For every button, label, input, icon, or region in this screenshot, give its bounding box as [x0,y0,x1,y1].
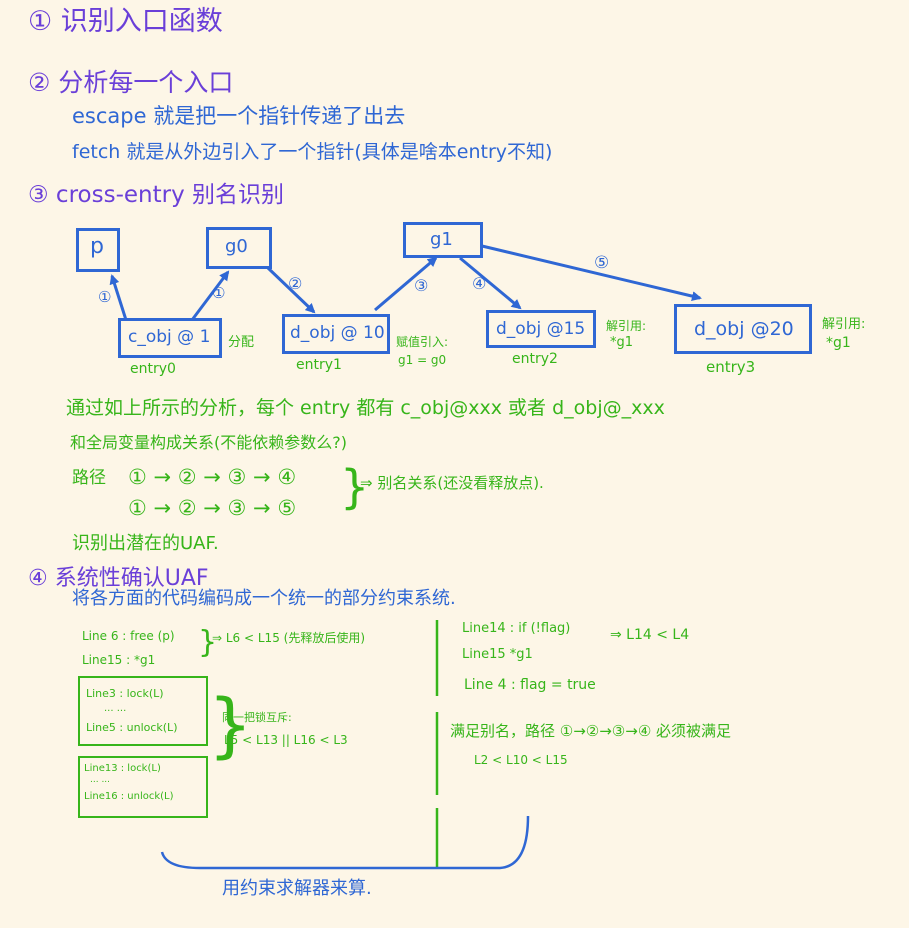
entry1-note: 赋值引入: [396,335,449,349]
free-brace: } [198,625,218,660]
entry0-note: 分配 [228,335,255,350]
path-1: ① → ② → ③ → ④ [128,465,297,489]
edge-entry0-p [109,274,128,321]
entry1-box [282,314,390,354]
free-constraint: ⇒ L6 < L15 (先释放后使用) [212,631,366,645]
lock-constraint: L5 < L13 || L16 < L3 [224,733,348,747]
section1-title: ① 识别入口函数 [28,6,223,37]
lock-box1-line2: ... ... [104,703,127,714]
edge-label-g1-entry2: ④ [472,274,487,293]
line14-if: Line14 : if (!flag) [462,621,571,636]
entry3-obj: d_obj @20 [694,318,794,340]
global-g0-box [206,227,272,269]
global-p-box [76,228,120,272]
lock-box-2 [78,756,208,818]
entry1-obj: d_obj @ 10 [290,323,385,343]
analysis-line2: 和全局变量构成关系(不能依赖参数么?) [70,433,347,452]
entry0-box [118,318,222,358]
edge-label-entry1-g1: ③ [414,276,429,295]
entry3-note: 解引用: [822,317,866,332]
lock-brace: } [208,684,253,766]
edge-g0-entry1 [266,266,316,314]
entry2-box [486,310,596,348]
alias-result: ⇒ 别名关系(还没看释放点). [360,474,544,492]
edge-label-g0-entry1: ② [288,274,303,293]
entry1-name: entry1 [296,357,342,373]
global-g1-box [403,222,483,258]
alias-note: 满足别名，路径 ①→②→③→④ 必须被满足 [450,722,732,740]
edge-g1-entry3 [481,244,702,302]
alias-constraint: L2 < L10 < L15 [474,753,568,767]
section4-subtitle: 将各方面的代码编码成一个统一的部分约束系统. [72,588,456,609]
section3-title: ③ cross-entry 别名识别 [28,182,284,208]
lock-note: 同一把锁互斥: [222,711,292,724]
path-2: ① → ② → ③ → ⑤ [128,496,297,520]
analysis-line1: 通过如上所示的分析，每个 entry 都有 c_obj@xxx 或者 d_obj… [66,397,665,419]
edge-label-entry0-g0: ① [212,284,226,302]
entry0-name: entry0 [130,361,176,377]
escape-line: escape 就是把一个指针传递了出去 [72,104,406,128]
line15-right: Line15 *g1 [462,647,533,662]
entry3-box [674,304,812,354]
global-p-label: p [90,234,104,259]
entry2-name: entry2 [512,351,558,367]
lock-box2-line3: Line16 : unlock(L) [84,791,174,802]
edge-entry0-g0 [190,270,230,321]
entry0-obj: c_obj @ 1 [128,327,211,347]
uaf-line: 识别出潜在的UAF. [72,533,219,554]
fetch-line: fetch 就是从外边引入了一个指针(具体是啥本entry不知) [72,141,553,163]
lock-box-1 [78,676,208,746]
entry3-note2: *g1 [826,335,851,351]
section4-title: ④ 系统性确认UAF [28,566,209,591]
global-g0-label: g0 [225,236,248,257]
global-g1-label: g1 [430,229,453,250]
lock-box2-line2: ... ... [90,775,111,785]
entry2-note: 解引用: [606,319,647,333]
solver-note: 用约束求解器来算. [222,878,372,899]
path-brace: } [340,460,370,514]
path-label: 路径 [72,468,106,488]
entry1-note2: g1 = g0 [398,353,447,367]
line6-free: Line 6 : free (p) [82,629,175,643]
entry2-note2: *g1 [610,335,634,350]
lock-box2-line1: Line13 : lock(L) [84,763,161,774]
edge-entry1-g1 [374,256,438,312]
lock-box1-line3: Line5 : unlock(L) [86,721,178,734]
edge-label-g1-entry3: ⑤ [594,253,610,273]
line15-deref: Line15 : *g1 [82,653,156,667]
line4-flag: Line 4 : flag = true [464,677,596,693]
entry2-obj: d_obj @15 [496,319,586,339]
cond-constraint: ⇒ L14 < L4 [610,627,690,643]
entry3-name: entry3 [706,358,756,376]
edge-label-entry0-p: ① [98,288,112,306]
section2-title: ② 分析每一个入口 [28,68,234,97]
edge-g1-entry2 [459,256,522,310]
lock-box1-line1: Line3 : lock(L) [86,687,164,700]
